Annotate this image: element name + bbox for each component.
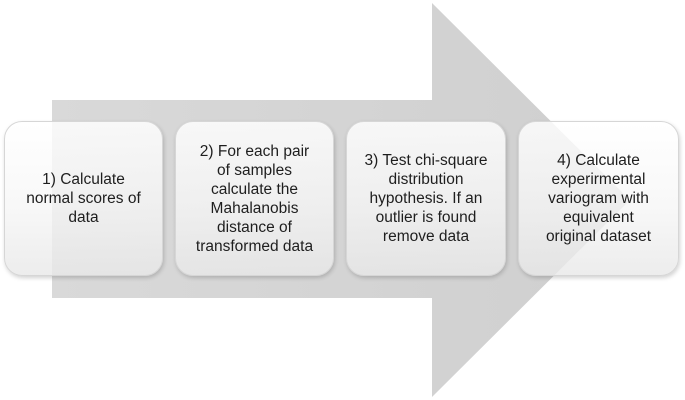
step-2-box: 2) For each pair of samples calculate th… xyxy=(175,121,334,276)
step-4-text: 4) Calculate experirmental variogram wit… xyxy=(545,152,652,245)
step-2-text: 2) For each pair of samples calculate th… xyxy=(195,142,314,255)
arrow-shape xyxy=(52,3,630,397)
step-1-box: 1) Calculate normal scores of data xyxy=(4,121,163,276)
step-3-box: 3) Test chi-square distribution hypothes… xyxy=(346,121,506,276)
step-4-box: 4) Calculate experirmental variogram wit… xyxy=(518,121,679,276)
step-3-text: 3) Test chi-square distribution hypothes… xyxy=(364,152,488,245)
step-1-text: 1) Calculate normal scores of data xyxy=(26,171,141,226)
